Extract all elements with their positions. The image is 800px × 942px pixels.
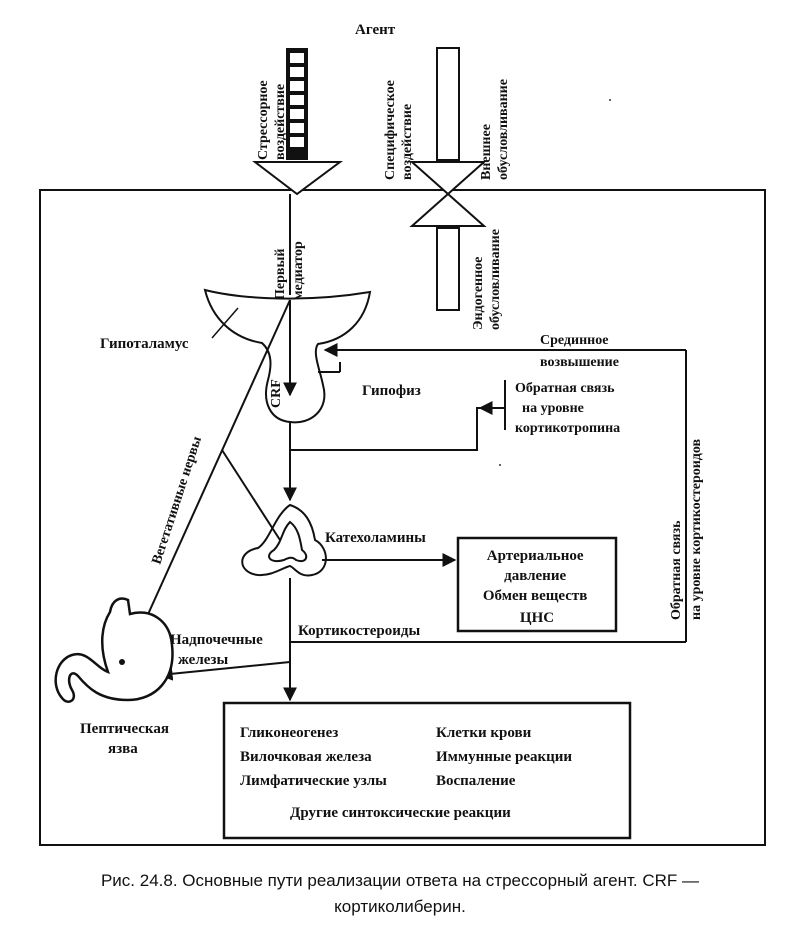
- adrenal-to-stomach-arrow: [158, 661, 291, 681]
- vegetative-nerves-label: Вегетативные нервы: [150, 435, 206, 567]
- vegetative-nerve-line: [138, 299, 291, 634]
- effects-box: [456, 536, 618, 633]
- specific-impact-label: Специфическое воздействие: [383, 77, 415, 180]
- endogenous-bar: [436, 227, 460, 311]
- median-eminence-label: Срединное возвышение: [540, 333, 619, 370]
- crf-label: CRF: [269, 379, 284, 408]
- hypothalamus-shape: [203, 288, 372, 424]
- hypothalamus-pointer: [211, 307, 239, 339]
- scan-speck: [499, 464, 501, 466]
- agent-label: Агент: [355, 22, 396, 38]
- hypothalamus-label: Гипоталамус: [100, 336, 189, 352]
- adrenal-inner: [268, 520, 308, 562]
- corticotropin-feedback-label: Обратная связь на уровне кортикотропина: [515, 381, 620, 436]
- stomach-shape: [54, 597, 174, 703]
- figure-caption: Рис. 24.8. Основные пути реализации отве…: [0, 868, 800, 920]
- corticosteroid-feedback-label: Обратная связь на уровне кортикостероидо…: [669, 438, 704, 620]
- stress-response-diagram: Агент Стрессорное воздействие Специфичес…: [39, 22, 766, 846]
- stress-impact-bar: [286, 48, 308, 160]
- outcomes-box: [222, 701, 632, 840]
- ulcer-dot: [119, 659, 125, 665]
- outcomes-right: Клетки крови Иммунные реакции Воспаление: [436, 725, 576, 789]
- outcomes-bottom: Другие синтоксические реакции: [290, 805, 511, 821]
- pituitary-label: Гипофиз: [362, 383, 421, 399]
- caption-line-2: кортиколиберин.: [334, 897, 466, 916]
- adrenals-label: Надпочечные железы: [170, 632, 266, 668]
- stress-funnel: [252, 161, 344, 196]
- external-conditioning-label: Внешнее обусловливание: [479, 79, 511, 180]
- effects-text: Артериальное давление Обмен веществ ЦНС: [483, 548, 591, 626]
- first-mediator-label: Первый медиатор: [273, 241, 306, 300]
- catecholamines-label: Катехоламины: [325, 530, 426, 546]
- specific-impact-bar: [436, 47, 460, 161]
- caption-line-1: Рис. 24.8. Основные пути реализации отве…: [100, 871, 700, 890]
- corticosteroids-label: Кортикостероиды: [298, 623, 420, 639]
- pituitary-loop: [290, 407, 505, 451]
- conditioning-hourglass: [409, 161, 487, 227]
- scan-speck: [609, 99, 611, 101]
- peptic-ulcer-label: Пептическая язва: [80, 721, 173, 757]
- endogenous-conditioning-label: Эндогенное обусловливание: [471, 229, 503, 330]
- outcomes-left: Гликонеогенез Вилочковая железа Лимфатич…: [240, 725, 387, 789]
- outer-frame: [39, 189, 766, 846]
- nerve-to-adrenal: [221, 449, 281, 541]
- stress-impact-label: Стрессорное воздействие: [256, 77, 288, 160]
